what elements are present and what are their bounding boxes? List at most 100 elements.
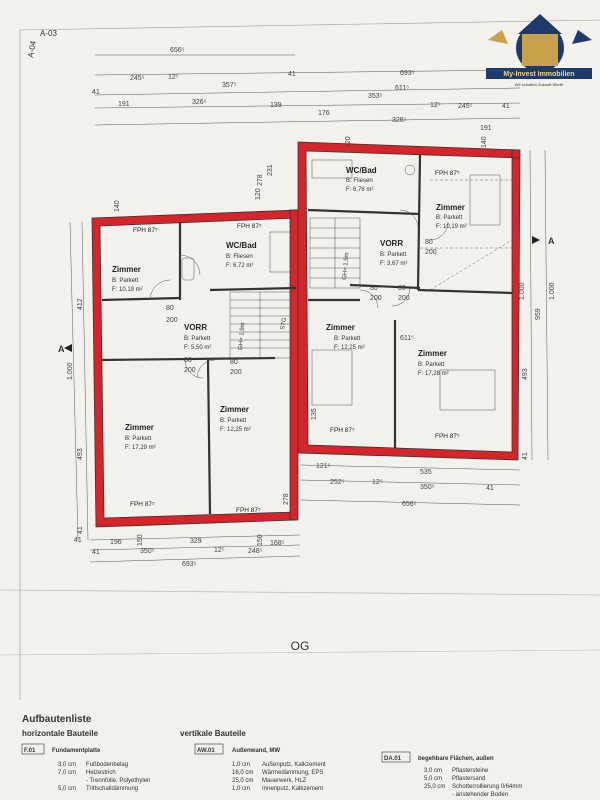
svg-text:150: 150	[137, 534, 144, 546]
svg-text:611⁵: 611⁵	[400, 335, 414, 342]
svg-text:Zimmer: Zimmer	[125, 423, 154, 432]
svg-text:959: 959	[535, 308, 542, 320]
svg-text:12⁵: 12⁵	[372, 479, 383, 486]
svg-text:F: 5,50 m²: F: 5,50 m²	[184, 345, 211, 351]
svg-text:1.000: 1.000	[549, 282, 556, 300]
logo-house-icon	[522, 32, 558, 66]
svg-text:B: Parkett: B: Parkett	[112, 278, 139, 284]
room-labels: Zimmer B: Parkett F: 10,19 m² WC/Bad B: …	[112, 166, 467, 451]
room-label: WC/Bad B: Fliesen F: 6,76 m²	[346, 166, 377, 193]
dim-label: 176	[318, 110, 330, 117]
logo-name: My-Invest Immobilien	[503, 71, 574, 78]
svg-text:200: 200	[166, 317, 178, 324]
svg-text:Zimmer: Zimmer	[418, 349, 447, 358]
svg-text:- Trennfolie, Polyethylen: - Trennfolie, Polyethylen	[86, 778, 150, 784]
room-label: Zimmer B: Parkett F: 12,25 m²	[220, 405, 251, 433]
staircase-left: STG GH= 1,9m	[229, 291, 291, 359]
svg-text:F: 10,19 m²: F: 10,19 m²	[436, 224, 467, 230]
dim-label: 41	[288, 71, 296, 78]
dim-label: 191	[118, 101, 130, 108]
svg-text:41: 41	[92, 549, 100, 556]
svg-text:Wärmedämmung, EPS: Wärmedämmung, EPS	[262, 770, 323, 776]
svg-text:F: 17,29 m²: F: 17,29 m²	[125, 445, 156, 451]
svg-text:VORR: VORR	[380, 239, 403, 248]
fph-label: FPH 87⁵	[435, 433, 460, 440]
svg-text:Zimmer: Zimmer	[220, 405, 249, 414]
legend-code: F.01	[24, 748, 36, 754]
svg-text:493: 493	[77, 448, 84, 460]
fph-label: FPH 87⁵	[130, 501, 155, 508]
svg-text:248⁵: 248⁵	[248, 548, 263, 555]
svg-text:Zimmer: Zimmer	[112, 265, 141, 274]
legend-code: AW.01	[197, 748, 215, 754]
exterior-wall	[289, 209, 299, 521]
dim-label: 245⁵	[458, 103, 473, 110]
section-marker: A	[548, 236, 555, 246]
svg-text:535: 535	[420, 469, 432, 476]
room-label: Zimmer B: Parkett F: 10,19 m²	[112, 265, 143, 293]
room-label: Zimmer B: Parkett F: 17,28 m²	[418, 349, 449, 377]
room-label: WC/Bad B: Fliesen F: 6,72 m²	[226, 241, 257, 269]
legend-name: Außenwand, MW	[232, 748, 280, 754]
room-label: VORR B: Parkett F: 3,67 m²	[380, 239, 407, 267]
svg-text:Pflastersand: Pflastersand	[452, 776, 485, 782]
dim-label: 357⁵	[222, 82, 237, 89]
svg-text:Außenputz, Kalkzement: Außenputz, Kalkzement	[262, 762, 326, 768]
svg-text:350⁵: 350⁵	[420, 484, 435, 491]
room-label: Zimmer B: Parkett F: 10,19 m²	[436, 203, 467, 230]
svg-text:41: 41	[77, 526, 84, 534]
svg-text:F: 6,76 m²: F: 6,76 m²	[346, 187, 373, 193]
legend-heading: vertikale Bauteile	[180, 729, 246, 738]
logo-roof-icon	[518, 14, 562, 34]
dim-label: 326⁵	[192, 99, 207, 106]
svg-text:B: Parkett: B: Parkett	[125, 436, 152, 442]
dim-label: 191	[480, 125, 492, 132]
company-logo: My-Invest Immobilien Wir schaffen Zukunf…	[486, 14, 592, 87]
svg-text:7,0 cm: 7,0 cm	[58, 770, 76, 776]
svg-text:200: 200	[230, 369, 242, 376]
svg-text:F: 12,25 m²: F: 12,25 m²	[220, 427, 251, 433]
legend-name: begehbare Flächen, außen	[418, 756, 494, 762]
top-dimension-chains: 656⁵ 693⁵ 245⁵ 12⁵ 357⁵ 41 611⁵ 41 191 3…	[92, 47, 521, 132]
bed-icon	[439, 369, 496, 411]
svg-text:121⁵: 121⁵	[316, 463, 331, 470]
toilet-icon	[181, 257, 195, 281]
room-label: Zimmer B: Parkett F: 12,25 m²	[326, 323, 365, 351]
svg-text:B: Parkett: B: Parkett	[220, 418, 247, 424]
right-dimension-chain: 959 1.000 493 41 A	[522, 149, 556, 461]
svg-text:- anstehender Boden: - anstehender Boden	[452, 792, 508, 798]
dim-label: 611⁵	[395, 85, 409, 92]
svg-text:80: 80	[370, 285, 378, 292]
dim-label: 326⁵	[392, 117, 407, 124]
paper-fold-line	[0, 649, 600, 656]
svg-text:200: 200	[184, 367, 196, 374]
floor-label: OG	[291, 639, 310, 653]
svg-text:80: 80	[425, 239, 433, 246]
svg-text:B: Fliesen: B: Fliesen	[226, 254, 253, 260]
svg-text:693⁵: 693⁵	[182, 561, 197, 568]
svg-text:656⁵: 656⁵	[402, 501, 417, 508]
dim-label: 245⁵	[130, 75, 145, 82]
paper-fold-line	[0, 589, 600, 596]
fph-label: FPH 87⁵	[133, 227, 158, 234]
furniture-outlines	[311, 174, 501, 411]
exterior-wall	[297, 141, 521, 461]
svg-text:41: 41	[74, 537, 82, 544]
svg-text:5,0 cm: 5,0 cm	[58, 786, 76, 792]
svg-text:168⁵: 168⁵	[270, 540, 285, 547]
svg-text:B: Parkett: B: Parkett	[380, 252, 407, 258]
svg-text:80: 80	[398, 285, 406, 292]
bed-icon	[469, 174, 501, 226]
svg-text:350⁵: 350⁵	[140, 548, 155, 555]
svg-text:Zimmer: Zimmer	[326, 323, 355, 332]
svg-text:Mauerwerk, HLZ: Mauerwerk, HLZ	[262, 778, 307, 784]
svg-text:B: Parkett: B: Parkett	[184, 336, 211, 342]
svg-text:B: Parkett: B: Parkett	[436, 215, 463, 221]
fph-label: FPH 87⁵	[236, 507, 261, 514]
svg-text:493: 493	[522, 368, 529, 380]
middle-dimension-chain: 140 120 278 231 120 140 1.000 278 135 53…	[114, 136, 526, 505]
staircase-right: GH= 1,9m	[309, 217, 361, 289]
svg-text:25,0 cm: 25,0 cm	[232, 778, 253, 784]
sink-icon	[404, 164, 416, 176]
bottom-right-dimensions: 121⁵ 252⁵ 12⁵ 350⁵ 41 656⁵	[299, 463, 521, 508]
